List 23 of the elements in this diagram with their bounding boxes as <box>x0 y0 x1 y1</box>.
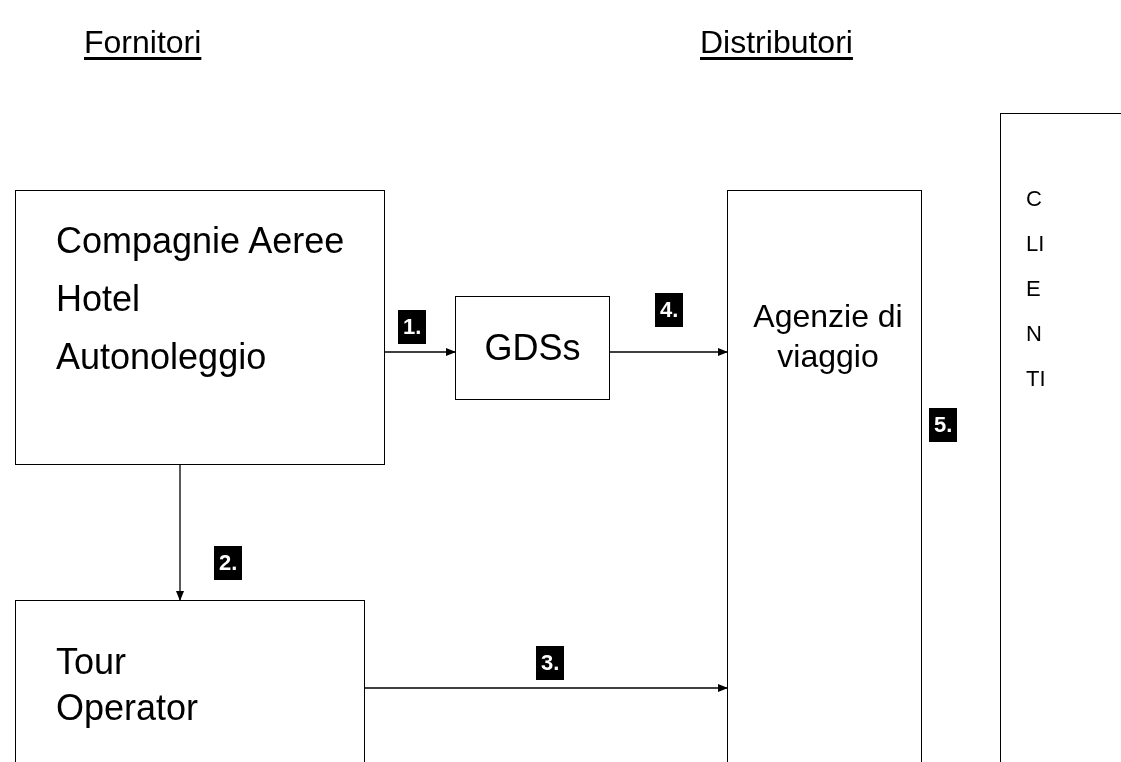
box-label: CLIENTI <box>1026 186 1046 391</box>
process-box <box>15 600 365 762</box>
box-label: Tour Operator <box>56 641 199 728</box>
box-label: Hotel <box>56 277 142 321</box>
box-label: Autonoleggio <box>56 335 268 379</box>
step-number: 4. <box>655 293 684 327</box>
process-box <box>15 190 385 465</box>
box-label: Agenzie di viaggio <box>753 298 903 374</box>
process-box <box>727 190 922 762</box>
arrow <box>176 464 184 601</box>
process-box <box>455 296 610 400</box>
box-label: GDSs <box>484 326 581 370</box>
column-heading: Fornitori <box>84 23 202 62</box>
arrow <box>384 348 456 356</box>
column-heading: Distributori <box>700 23 853 62</box>
step-number: 2. <box>214 546 243 580</box>
box-label: Compagnie Aeree <box>56 219 345 263</box>
step-number: 3. <box>536 646 565 680</box>
step-number: 5. <box>929 408 958 442</box>
arrow <box>609 348 728 356</box>
process-box <box>1000 113 1121 762</box>
step-number: 1. <box>398 310 427 344</box>
arrow <box>364 684 728 692</box>
